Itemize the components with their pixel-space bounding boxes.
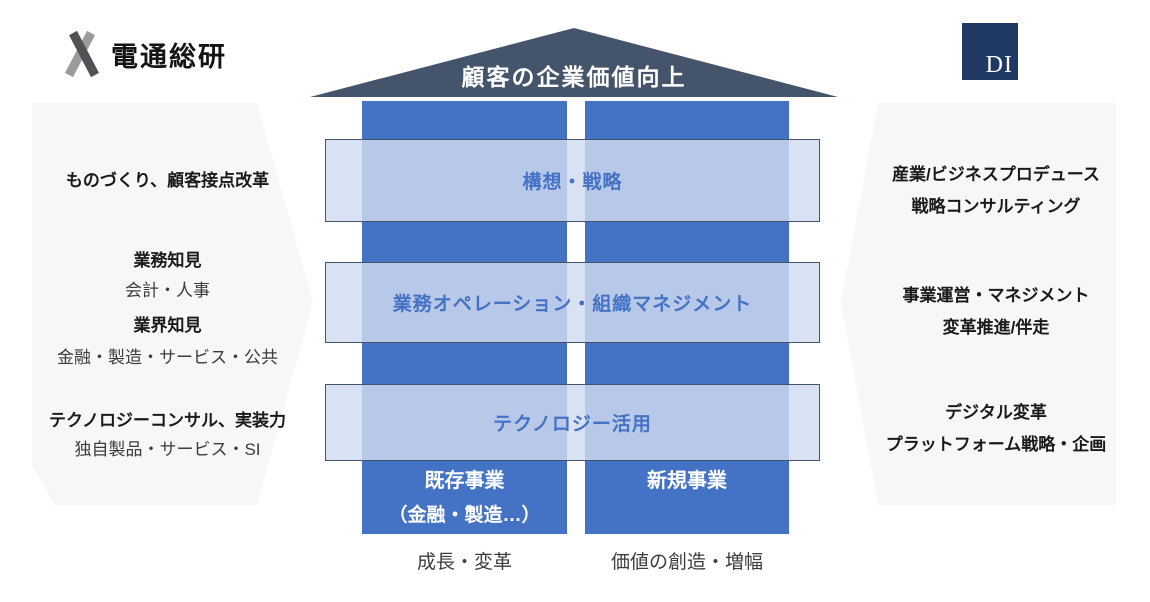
left-panel-line: テクノロジーコンサル、実装力 <box>49 411 286 430</box>
right-panel-line: 事業運営・マネジメント <box>902 286 1090 305</box>
pillar-left-title: 既存事業 <box>424 470 505 492</box>
left-panel-line: ものづくり、顧客接点改革 <box>65 171 270 190</box>
band-operations: 業務オペレーション・組織マネジメント <box>325 262 820 343</box>
right-panel-line: プラットフォーム戦略・企画 <box>885 435 1107 454</box>
left-panel-line: 金融・製造・サービス・公共 <box>57 348 278 367</box>
right-chevron-panel <box>841 103 1116 505</box>
right-panel-line: デジタル変革 <box>945 403 1047 422</box>
band-technology-label: テクノロジー活用 <box>493 414 652 435</box>
di-logo: DI <box>962 23 1018 80</box>
pillar-left-subtitle: （金融・製造…） <box>388 505 541 526</box>
right-panel-line: 変革推進/伴走 <box>942 318 1050 337</box>
left-chevron-panel <box>32 103 313 505</box>
band-technology: テクノロジー活用 <box>325 384 820 461</box>
left-panel-line: 会計・人事 <box>125 281 210 300</box>
pillar-left-caption: 成長・変革 <box>416 552 512 573</box>
left-panel-line: 業務知見 <box>133 251 202 270</box>
band-strategy: 構想・戦略 <box>325 139 820 222</box>
band-operations-label: 業務オペレーション・組織マネジメント <box>392 294 753 315</box>
roof-label: 顧客の企業価値向上 <box>461 64 687 90</box>
right-panel-line: 戦略コンサルティング <box>911 197 1081 216</box>
dentsu-soken-logo: 電通総研 <box>60 28 227 80</box>
di-logo-text: DI <box>985 52 1013 78</box>
pillar-right-title: 新規事業 <box>647 470 727 492</box>
dentsu-soken-x-icon <box>65 30 99 78</box>
pillar-right-caption: 価値の創造・増幅 <box>610 552 763 573</box>
band-strategy-label: 構想・戦略 <box>522 172 623 193</box>
left-panel-line: 業界知見 <box>133 316 202 335</box>
dentsu-soken-logo-text: 電通総研 <box>111 41 227 72</box>
left-panel-line: 独自製品・サービス・SI <box>74 440 261 459</box>
right-panel-line: 産業/ビジネスプロデュース <box>892 165 1100 184</box>
